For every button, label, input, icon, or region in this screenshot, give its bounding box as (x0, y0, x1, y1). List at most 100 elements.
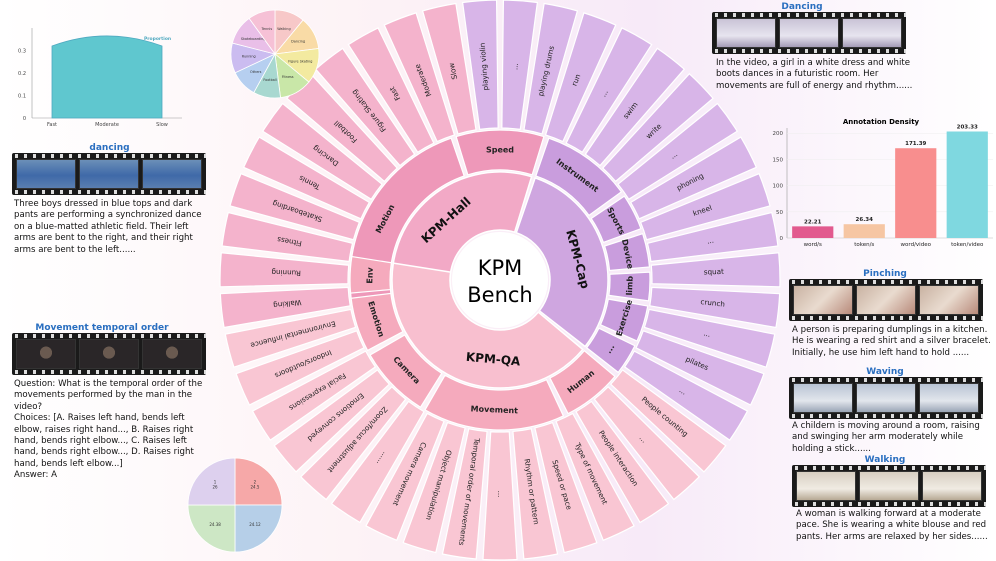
dancing-left-caption: Three boys dressed in blue tops and dark… (14, 199, 202, 255)
middle-segment (585, 327, 636, 374)
outer-segment (402, 421, 466, 554)
outer-segment-label: run (570, 73, 583, 87)
outer-segment (461, 0, 499, 131)
area-ytick-label: 0.2 (18, 71, 26, 77)
walking-title: Walking (864, 455, 906, 465)
waving-caption: A childern is moving around a room, rais… (792, 421, 980, 454)
pie-slice-label: 24.38 (209, 522, 221, 527)
bar-ytick-label: 50 (776, 210, 783, 216)
middle-segment (603, 232, 651, 272)
area-xtick-label: Moderate (95, 122, 119, 128)
outer-segment (383, 12, 456, 143)
movement-order-title: Movement temporal order (35, 323, 169, 333)
outer-segment (229, 172, 361, 241)
video-frame (142, 159, 202, 189)
proportion-area (51, 35, 163, 119)
outer-segment (649, 286, 781, 329)
outer-segment (534, 421, 598, 554)
center-title-line1: KPM (478, 256, 523, 280)
video-frame (922, 471, 982, 501)
pie-slice-label: Dancing (291, 39, 305, 43)
outer-segment-label: ... (496, 491, 505, 498)
bar (792, 226, 834, 238)
middle-segment-label: Env (365, 266, 375, 283)
middle-segment (424, 374, 565, 431)
area-ytick-label: 0.1 (18, 94, 26, 100)
outer-segment-label: ... (599, 88, 610, 98)
outer-segment-label: playing violin (478, 42, 490, 90)
middle-segment-label: limb (625, 275, 635, 295)
annotation-density-title: Annotation Density (843, 118, 920, 126)
outer-segment (242, 136, 371, 220)
video-frame (716, 18, 776, 48)
outer-segment (219, 286, 351, 329)
video-frame (859, 471, 919, 501)
outer-segment (261, 102, 383, 201)
pie-slice (187, 504, 236, 553)
pinching-filmstrip (789, 279, 983, 321)
outer-segment (365, 412, 445, 542)
middle-segment (608, 271, 651, 302)
walking-caption: A woman is walking forward at a moderate… (796, 509, 988, 542)
outer-segment (299, 385, 407, 501)
pie-slice-label: Fitness (282, 75, 294, 79)
dancing-left-title: dancing (89, 143, 130, 153)
pinching-caption: A person is preparing dumplings in a kit… (792, 325, 991, 358)
dancing-right-filmstrip (712, 12, 906, 54)
bar-category-label: word/video (901, 242, 932, 248)
dancing-right-title: Dancing (781, 2, 823, 12)
outer-segment (330, 400, 425, 524)
video-frame (919, 285, 979, 315)
outer-segment (544, 12, 617, 143)
waving-filmstrip (789, 377, 983, 419)
pie-slice-label: 24.5 (250, 485, 259, 490)
pie-slice-label: Football (263, 78, 276, 82)
video-frame (79, 159, 139, 189)
outer-segment (555, 412, 635, 542)
video-frame (779, 18, 839, 48)
video-frame (16, 159, 76, 189)
outer-segment (639, 172, 771, 241)
video-frame (919, 383, 979, 413)
middle-ring: SpeedMotionInstrumentSportsDevicelimbExe… (349, 129, 651, 431)
outer-segment (609, 369, 727, 473)
outer-segment-label: Slow (447, 62, 459, 81)
pie-slice-label: Skateboarding (241, 37, 266, 41)
inner-segment (391, 262, 584, 389)
waving-title: Waving (866, 367, 904, 377)
outer-segment (441, 428, 488, 560)
pinching-title: Pinching (863, 269, 907, 279)
middle-segment (599, 298, 649, 342)
outer-segment (629, 136, 758, 220)
middle-segment (590, 195, 642, 244)
area-series-label: Proportion (144, 36, 171, 42)
bar-value-label: 203.33 (957, 124, 978, 130)
middle-segment-label: Speed (486, 146, 514, 155)
outer-segment (347, 27, 435, 154)
middle-segment (349, 255, 393, 294)
movement-order-caption: Question: What is the temporal order of … (14, 379, 203, 481)
outer-segment (623, 350, 749, 441)
bar-ytick-label: 200 (773, 131, 784, 137)
outer-segment (273, 369, 391, 473)
outer-segment (601, 72, 714, 183)
outer-segment-label: ... (703, 328, 712, 338)
outer-segment-label: ... (678, 385, 689, 396)
outer-segment (221, 211, 354, 263)
area-xtick-label: Fast (47, 122, 57, 128)
middle-segment (549, 349, 616, 415)
outer-segment (235, 330, 365, 406)
pie-slice-label: 2 (254, 480, 257, 485)
area-ytick-label: 0 (23, 116, 26, 122)
outer-segment (523, 2, 579, 135)
outer-segment (575, 400, 670, 524)
outer-segment (617, 102, 739, 201)
pie-slice-label: Tennis (261, 27, 273, 31)
movement-order-filmstrip (12, 333, 206, 375)
